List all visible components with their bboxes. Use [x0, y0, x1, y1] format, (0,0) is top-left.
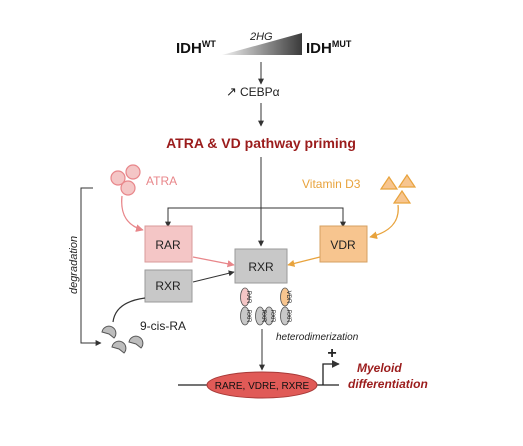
vdr-to-rxr-arrow [287, 256, 321, 267]
9-cis-ra-label: 9-cis-RA [140, 319, 186, 333]
response-elements-label: RARE, VDRE, RXRE [215, 381, 310, 392]
myeloid-label: Myeloid [357, 361, 402, 375]
2hg-gradient-wedge [222, 33, 302, 55]
atra-to-rar-curve [121, 195, 144, 232]
degradation-label: degradation [68, 236, 80, 294]
heterodimerization-label: heterodimerization [276, 332, 359, 343]
dimer-rar-label: RAR [245, 291, 251, 304]
rar-rxr-dimer: RAR RXR [240, 287, 251, 326]
rxr-center-label: RXR [248, 260, 274, 274]
rxr-center-box [234, 248, 288, 284]
dimer-vdr-label: VDR [285, 291, 291, 304]
dimer-rar-partner-label: RXR [245, 310, 251, 323]
atra-molecules [110, 164, 141, 196]
vitd3-to-vdr-curve [369, 204, 399, 240]
9-cis-ra-molecules [101, 325, 144, 354]
upregulation-arrow-icon: ↗ [226, 84, 237, 99]
rxr-rxr-dimer: RXR RXR [255, 306, 275, 326]
degradation-bracket [80, 187, 102, 346]
dimer-rxr-b-label: RXR [269, 310, 275, 323]
cebpa-label: CEBPα [240, 85, 280, 99]
vitamin-d3-molecules [379, 173, 417, 204]
vdr-label: VDR [330, 238, 356, 252]
cis-ra-to-rxr-curve [112, 297, 146, 323]
vdr-box [319, 225, 368, 263]
plus-sign: + [327, 345, 336, 362]
rar-label: RAR [155, 238, 181, 252]
idh-mutant-label: IDHMUT [306, 39, 352, 57]
svg-text:IDHWT: IDHWT [176, 39, 216, 57]
2hg-label: 2HG [249, 31, 273, 43]
rar-to-rxr-arrow [192, 256, 235, 268]
rxr-left-to-center-arrow [192, 270, 235, 283]
dimer-vdr-partner-label: RXR [285, 310, 291, 323]
rxr-left-box [144, 269, 193, 303]
rxr-left-label: RXR [155, 279, 181, 293]
rar-box [144, 225, 193, 263]
priming-branch-line [167, 207, 344, 226]
transcription-start-arrow [322, 360, 340, 385]
idh-wild-type-label: IDHWT [176, 39, 216, 57]
vdr-rxr-dimer: VDR RXR [280, 287, 291, 326]
differentiation-label: differentiation [348, 377, 428, 391]
dimer-rxr-a-label: RXR [260, 310, 266, 323]
priming-label: ATRA & VD pathway priming [166, 135, 356, 151]
svg-text:IDHMUT: IDHMUT [306, 39, 352, 57]
response-elements-ellipse [206, 371, 318, 399]
vitamin-d3-label: Vitamin D3 [302, 177, 361, 191]
atra-label: ATRA [146, 174, 177, 188]
